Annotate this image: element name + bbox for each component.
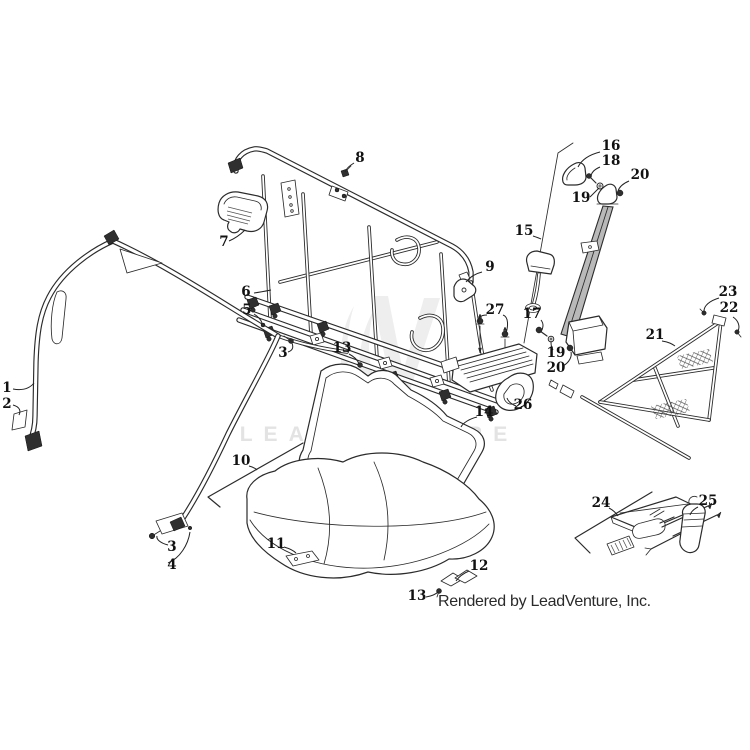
callout-label: 24 [592,495,611,511]
pad-hatching [226,206,253,225]
tool-kit [574,491,722,556]
washer-19a [596,182,604,190]
shoulder-cover-16 [561,162,587,186]
seat-base [207,442,495,598]
callout-label: 3 [278,345,287,361]
callout-label: 13 [333,340,352,356]
callout-label: 18 [602,153,621,169]
bracket-9 [453,271,477,303]
seat-bracket-11 [285,550,320,567]
rear-cage-frame [227,149,500,422]
callout-label: 20 [631,167,650,183]
callout-labels: 1235678913272614101112131516182019171920… [2,138,738,604]
callout-label: 19 [572,190,591,206]
callout-label: 26 [514,397,533,413]
bolt-8 [340,168,350,178]
buckle-head [525,250,555,275]
grab-slot [50,290,67,345]
callout-label: 20 [547,360,566,376]
frame-tube-end-cap [227,157,244,174]
leader-lines [12,151,740,598]
seat-belt-assembly [523,142,624,365]
callout-label: 17 [523,306,542,322]
belt-slider [580,240,600,254]
stud-4 [187,525,193,531]
corner-gusset [119,248,163,274]
foot-cap-1 [24,430,43,452]
mesh-patch [651,399,690,419]
callout-label: 16 [602,138,621,154]
spark-plug-socket-25 [679,503,706,554]
footer-text: Rendered by LeadVenture, Inc. [438,593,651,610]
bar-coupler [559,384,575,399]
callout-label: 13 [408,588,427,604]
callout-label: 9 [485,259,494,275]
callout-label: 23 [719,284,738,300]
callout-label: 25 [699,493,718,509]
callout-label: 6 [241,284,250,300]
callout-label: 11 [267,536,286,552]
callout-label: 7 [219,234,228,250]
callout-label: 12 [470,558,489,574]
callout-label: 27 [486,302,505,318]
callout-label: 21 [646,327,665,343]
assembly-bracket-15 [523,142,574,344]
latch-assembly [440,313,538,411]
callout-label: 1 [2,380,11,396]
driver-handle [632,518,666,539]
callout-label: 4 [167,557,176,573]
nut-20b [566,344,574,352]
mesh-patch [677,349,713,369]
callout-label: 10 [232,453,251,469]
rear-panel-frame [548,308,742,460]
callout-label: 3 [167,539,176,555]
headrest-pad [217,191,269,234]
callout-label: 5 [242,302,251,318]
callout-label: 8 [355,150,364,166]
nut-20a [616,189,624,197]
assembly-bracket-24 [574,491,653,554]
buckle-foot [525,303,541,313]
tube-end-cap [103,229,120,246]
left-roll-hoop [11,229,349,540]
decal-plate-2 [11,409,28,431]
callout-label: 15 [515,223,534,239]
callout-label: 22 [720,300,739,316]
callout-label: 2 [2,396,11,412]
washer-19b [547,335,555,343]
fastener-5 [260,322,266,328]
assembly-bracket-10 [207,442,304,508]
callout-label: 14 [475,404,494,420]
callout-label: 19 [547,345,566,361]
